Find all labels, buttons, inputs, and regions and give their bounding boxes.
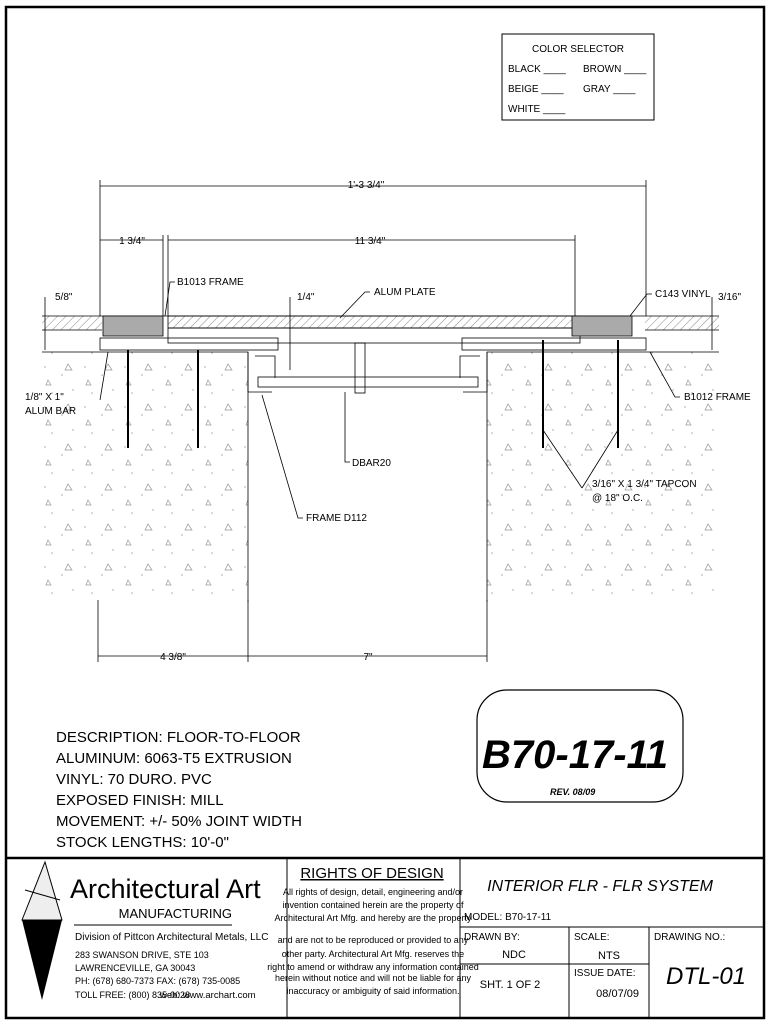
dim-plate: 1/4" <box>297 292 315 303</box>
dim-center: 11 3/4" <box>355 236 386 247</box>
color-option-beige: BEIGE ____ <box>508 84 564 95</box>
description-line: DESCRIPTION: FLOOR-TO-FLOOR <box>56 729 301 746</box>
color-option-white: WHITE ____ <box>508 104 566 115</box>
rights-line: invention contained herein are the prope… <box>282 900 464 910</box>
dim-depth-left: 5/8" <box>55 292 73 303</box>
description-line: MOVEMENT: +/- 50% JOINT WIDTH <box>56 813 302 830</box>
callout-alum-plate: ALUM PLATE <box>374 287 436 298</box>
drawing-no-label: DRAWING NO.: <box>654 932 725 943</box>
drawing-number: DTL-01 <box>666 963 746 990</box>
dim-left-frame: 1 3/4" <box>119 236 145 247</box>
callouts: B1013 FRAME ALUM PLATE C143 VINYL 1/8" X… <box>25 277 751 524</box>
color-option-brown: BROWN ____ <box>583 64 647 75</box>
description-line: ALUMINUM: 6063-T5 EXTRUSION <box>56 750 292 767</box>
company-division: Division of Pittcon Architectural Metals… <box>75 932 268 943</box>
model-number: B70-17-11 <box>482 733 668 777</box>
callout-b1012-frame: B1012 FRAME <box>684 392 751 403</box>
callout-tapcon-spacing: @ 18" O.C. <box>592 493 643 504</box>
rights-line: All rights of design, detail, engineerin… <box>283 887 463 897</box>
company-city: LAWRENCEVILLE, GA 30043 <box>75 963 195 973</box>
callout-tapcon: 3/16" X 1 3/4" TAPCON <box>592 479 697 490</box>
color-option-gray: GRAY ____ <box>583 84 636 95</box>
rights-title: RIGHTS OF DESIGN <box>300 865 443 882</box>
title-block: Architectural Art MANUFACTURING Division… <box>6 856 764 1018</box>
drawn-by-label: DRAWN BY: <box>464 932 520 943</box>
callout-frame-d112: FRAME D112 <box>306 513 367 524</box>
scale-value: NTS <box>598 950 620 962</box>
rights-line: herein without notice and will not be li… <box>275 973 472 983</box>
scale-label: SCALE: <box>574 932 610 943</box>
model-badge: B70-17-11 REV. 08/09 <box>476 689 684 803</box>
rights-line: and are not to be reproduced or provided… <box>278 935 469 945</box>
company-logo <box>21 860 63 1000</box>
dim-bottom-center: 7" <box>363 652 373 663</box>
dimension-labels: 1'-3 3/4" 1 3/4" 11 3/4" 5/8" 1/4" 3/16"… <box>55 180 741 663</box>
revision: REV. 08/09 <box>550 787 595 797</box>
rights-line: right to amend or withdraw any informati… <box>267 962 479 972</box>
sheet-border <box>4 5 766 1020</box>
dim-depth-right: 3/16" <box>718 292 741 303</box>
drawn-by-value: NDC <box>502 949 526 961</box>
company-name: Architectural Art <box>70 874 261 904</box>
sheet-number: SHT. 1 OF 2 <box>480 979 541 991</box>
product-description: DESCRIPTION: FLOOR-TO-FLOOR ALUMINUM: 60… <box>56 729 302 851</box>
callout-b1013-frame: B1013 FRAME <box>177 277 244 288</box>
company-toll-free: TOLL FREE: (800) 835-0028 <box>75 990 190 1000</box>
issue-date: 08/07/09 <box>596 988 639 1000</box>
company-sub: MANUFACTURING <box>119 906 232 921</box>
company-phone: PH: (678) 680-7373 FAX: (678) 735-0085 <box>75 976 240 986</box>
description-line: VINYL: 70 DURO. PVC <box>56 771 212 788</box>
rights-line: other party. Architectural Art Mfg. rese… <box>282 949 464 959</box>
color-selector-title: COLOR SELECTOR <box>532 44 624 55</box>
description-line: STOCK LENGTHS: 10'-0" <box>56 834 229 851</box>
issue-date-label: ISSUE DATE: <box>574 968 636 979</box>
dim-bottom-left: 4 3/8" <box>160 652 186 663</box>
callout-c143-vinyl: C143 VINYL <box>655 289 711 300</box>
color-selector: COLOR SELECTOR BLACK ____ BROWN ____ BEI… <box>501 33 655 121</box>
description-line: EXPOSED FINISH: MILL <box>56 792 224 809</box>
drawing-title: INTERIOR FLR - FLR SYSTEM <box>487 878 713 895</box>
company-web: web: www.archart.com <box>159 990 256 1001</box>
callout-alum-bar-size: 1/8" X 1" <box>25 392 64 403</box>
callout-alum-bar: ALUM BAR <box>25 406 76 417</box>
callout-dbar20: DBAR20 <box>352 458 391 469</box>
company-address: 283 SWANSON DRIVE, STE 103 <box>75 950 209 960</box>
model-field: MODEL: B70-17-11 <box>464 912 552 923</box>
dim-overall: 1'-3 3/4" <box>348 180 385 191</box>
section-detail <box>42 180 719 662</box>
rights-line: Architectural Art Mfg. and hereby are th… <box>274 913 472 923</box>
rights-line: inaccuracy or ambiguity of said informat… <box>286 986 459 996</box>
color-option-black: BLACK ____ <box>508 64 566 75</box>
